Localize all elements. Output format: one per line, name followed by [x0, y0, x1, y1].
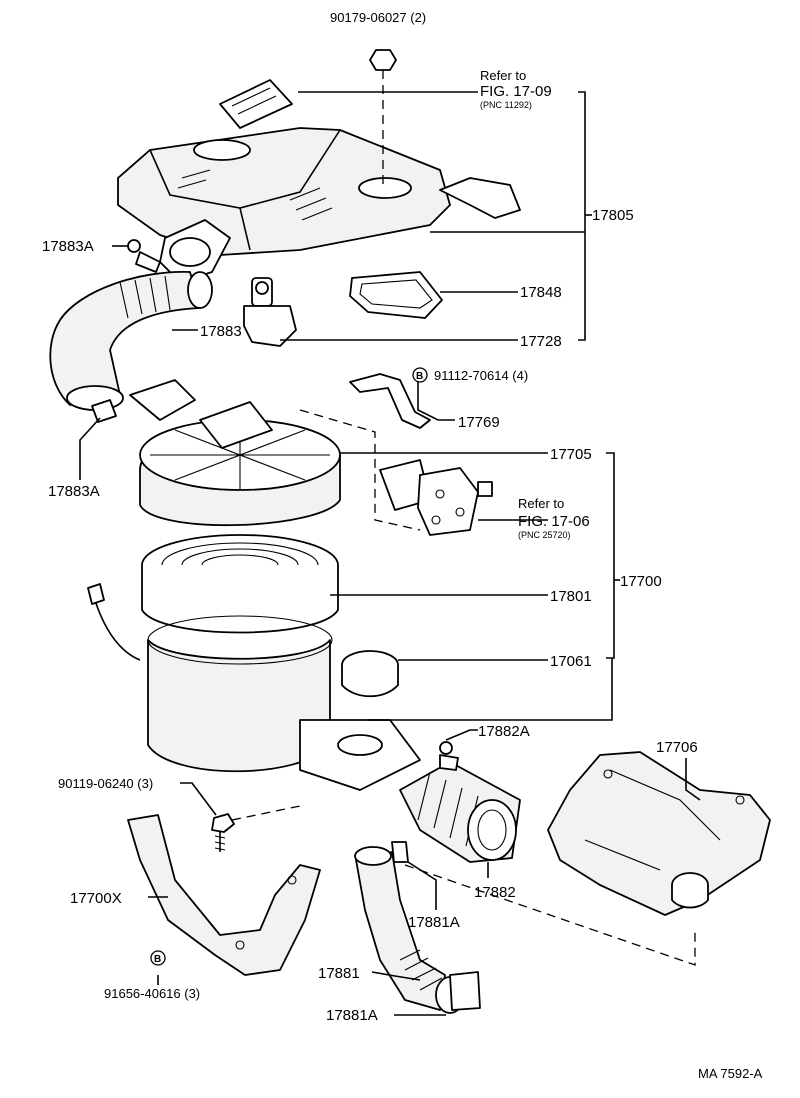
cover-17706: [547, 751, 771, 916]
label-17883: 17883: [200, 323, 242, 340]
airflow-meter: [379, 459, 493, 536]
diagram-code: MA 7592-A: [698, 1066, 763, 1081]
label-17881A-bot: 17881A: [326, 1007, 378, 1024]
label-pnc-11292: (PNC 11292): [480, 100, 532, 110]
label-fig-17-09: FIG. 17-09: [480, 83, 552, 100]
label-b-top: B: [416, 371, 423, 382]
label-17700X: 17700X: [70, 890, 122, 907]
label-17705: 17705: [550, 446, 592, 463]
hose-17883: [49, 271, 213, 411]
label-refer-2: Refer to: [518, 496, 564, 511]
hose-17882: [399, 761, 521, 863]
label-17700: 17700: [620, 573, 662, 590]
label-refer-1: Refer to: [480, 68, 526, 83]
label-fig-17-06: FIG. 17-06: [518, 513, 590, 530]
leader-lines: [79, 91, 701, 1016]
switch-17061: [341, 650, 399, 698]
label-17882: 17882: [474, 884, 516, 901]
label-17881A-mid: 17881A: [408, 914, 460, 931]
label-90179: 90179-06027 (2): [330, 10, 426, 25]
bracket-17769: [349, 373, 431, 429]
label-pnc-25720: (PNC 25720): [518, 530, 571, 540]
label-91656: 91656-40616 (3): [104, 986, 200, 1001]
clamp-17881A-mid: [391, 841, 409, 863]
label-17883A-top: 17883A: [42, 238, 94, 255]
label-17882A: 17882A: [478, 723, 530, 740]
label-b-bottom: B: [154, 954, 161, 965]
bolt-90119: [211, 813, 235, 852]
label-17061: 17061: [550, 653, 592, 670]
dashed-guides: [231, 70, 696, 966]
air-cleaner-assembly: [87, 379, 421, 791]
label-91112: 91112-70614 (4): [434, 368, 528, 383]
b-circle-icon-2: [150, 950, 166, 966]
clamp-17882A: [439, 741, 453, 755]
part-labels: 90179-06027 (2) Refer to FIG. 17-09 (PNC…: [42, 10, 763, 1081]
label-17881: 17881: [318, 965, 360, 982]
bracket-17700X: [127, 814, 321, 976]
clamp-17883A-top: [127, 239, 141, 253]
label-17805: 17805: [592, 207, 634, 224]
clamp-17883A-left: [91, 399, 117, 423]
label-17848: 17848: [520, 284, 562, 301]
label-17883A-left: 17883A: [48, 483, 100, 500]
nut-icon: [369, 49, 397, 71]
clamp-17881A-bot: [449, 971, 481, 1011]
label-17769: 17769: [458, 414, 500, 431]
b-circle-icon: [412, 367, 428, 383]
label-90119: 90119-06240 (3): [58, 776, 153, 791]
valve-17728: [243, 277, 297, 347]
label-17706: 17706: [656, 739, 698, 756]
caution-tag: [219, 79, 293, 129]
label-17801: 17801: [550, 588, 592, 605]
intake-cover-assembly: [117, 49, 521, 283]
label-17728: 17728: [520, 333, 562, 350]
